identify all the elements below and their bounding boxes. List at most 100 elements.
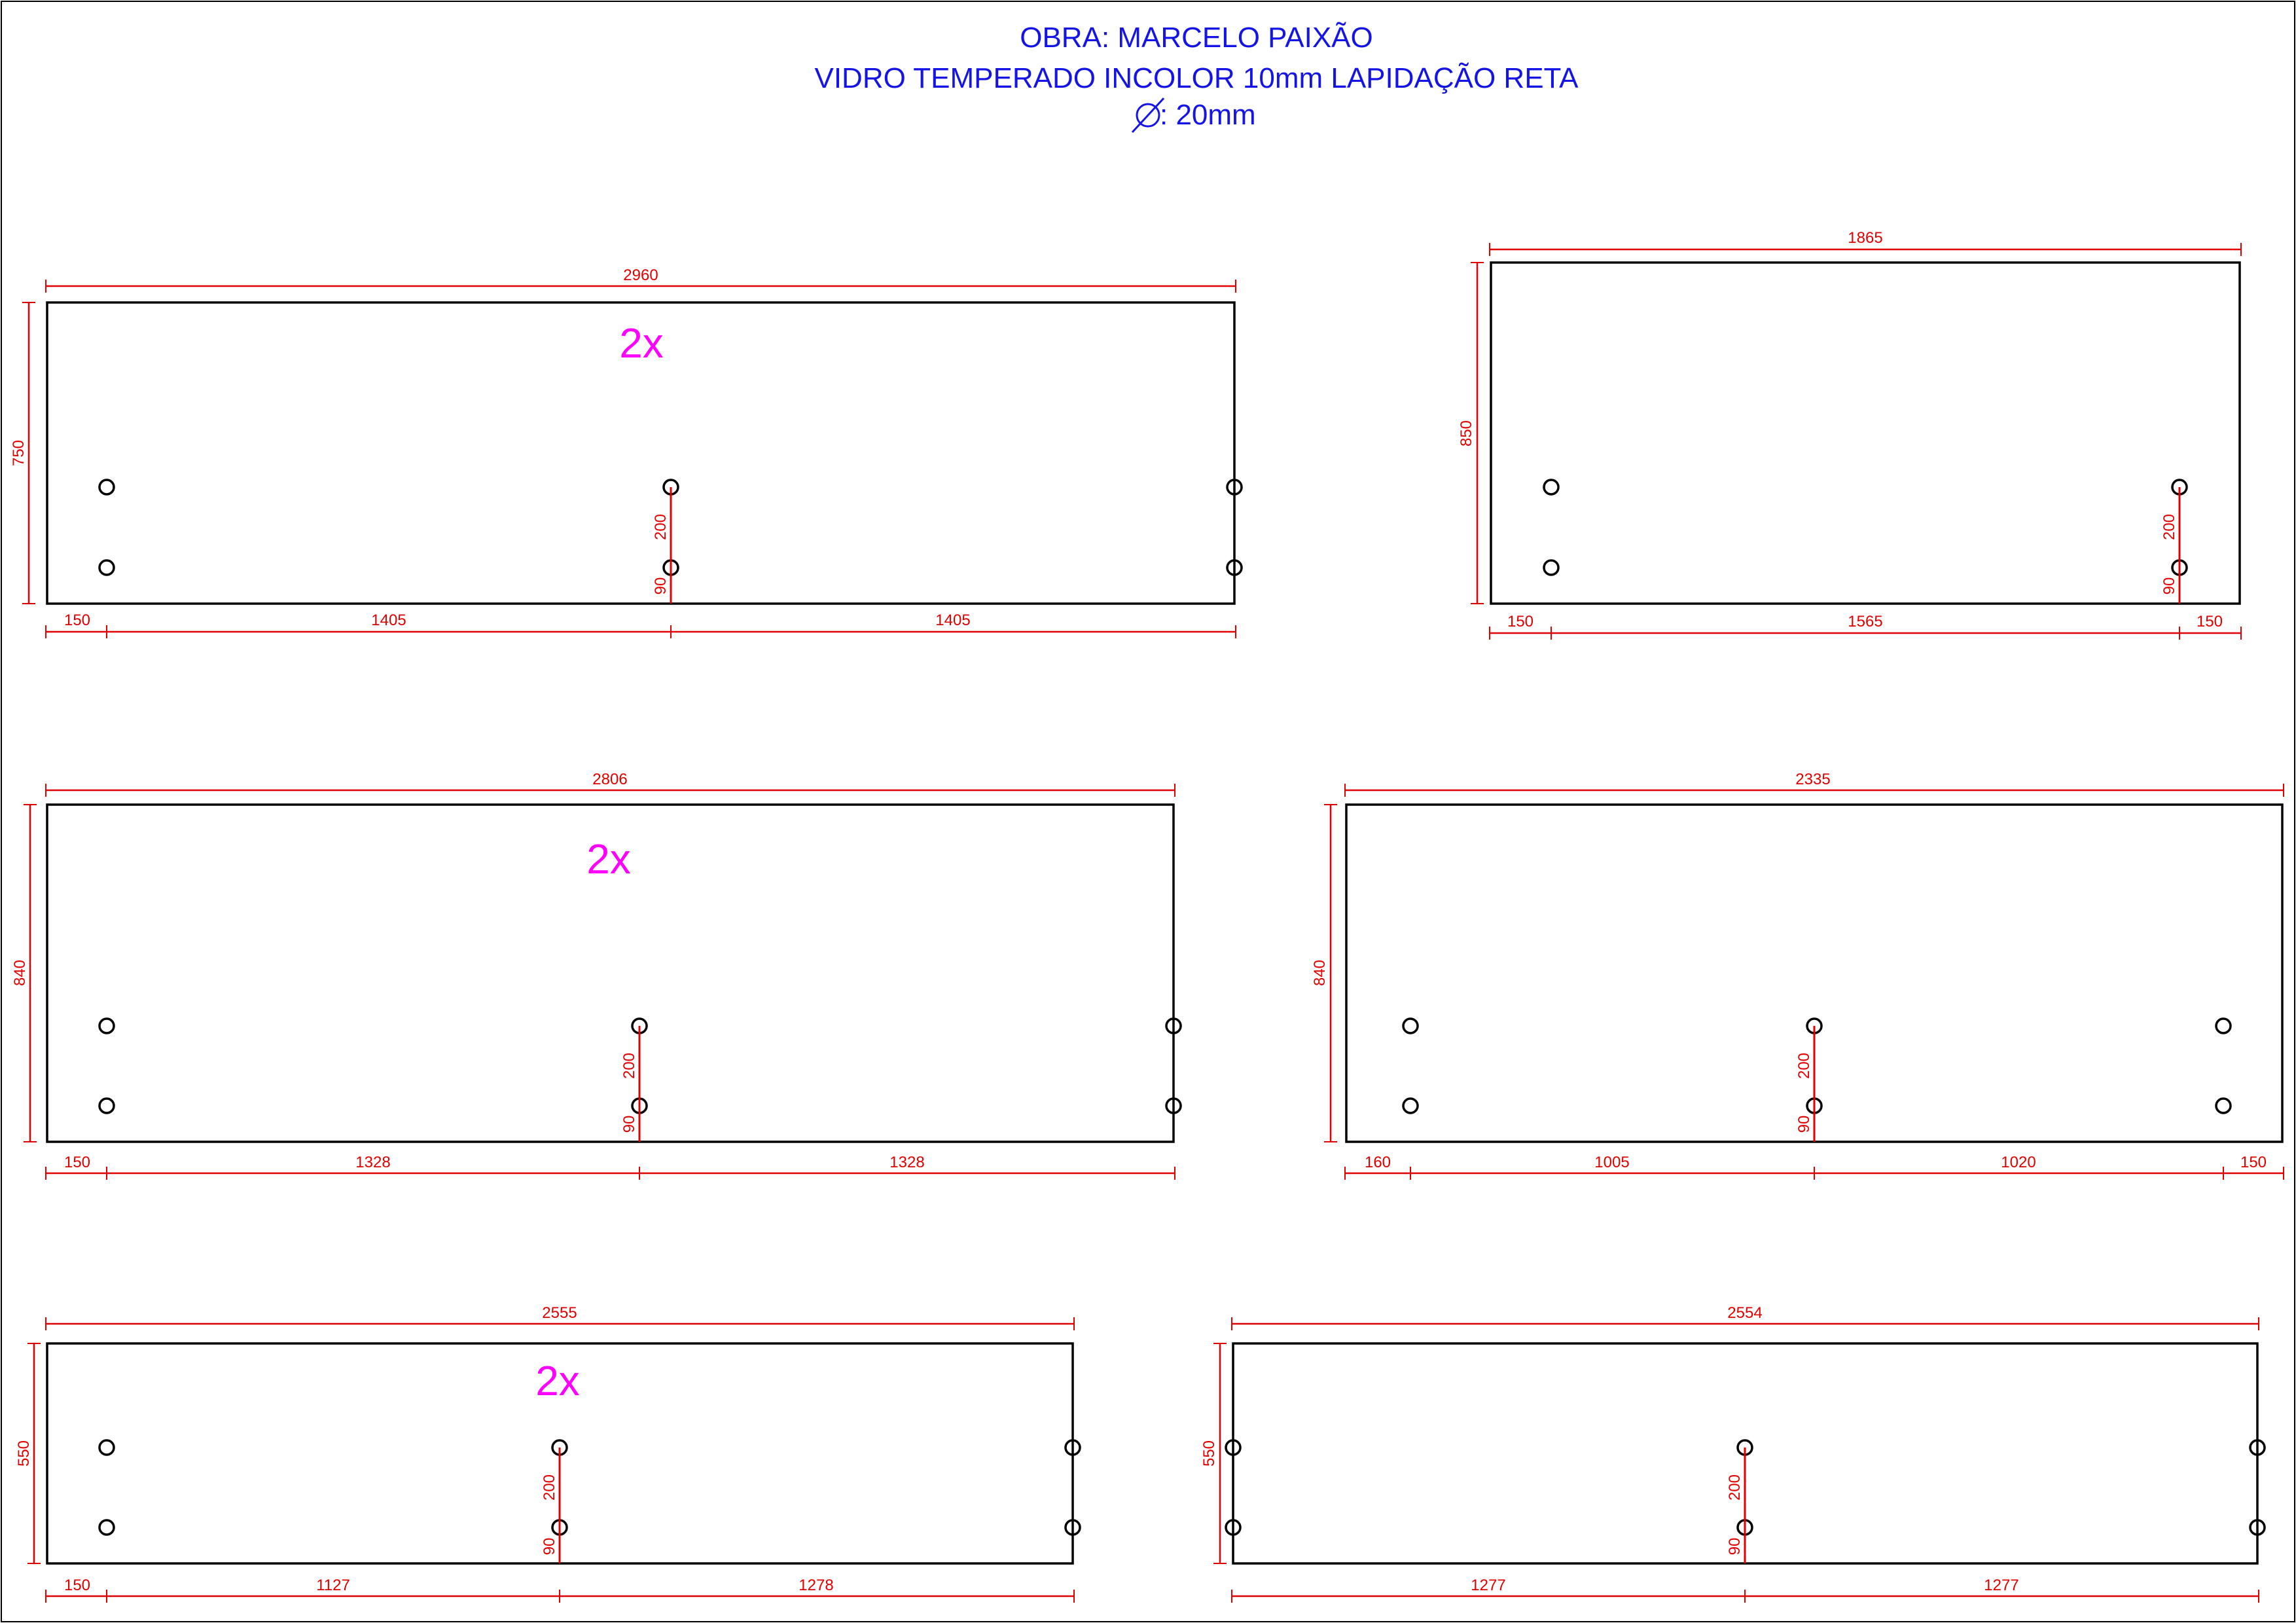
drill-hole	[1543, 559, 1560, 576]
hole-group-center: 200 90	[652, 479, 679, 604]
drill-hole	[1226, 559, 1243, 576]
segment-label: 150	[64, 1154, 90, 1171]
glass-panel-outline	[46, 803, 1175, 1143]
bottom-dimension-chain: 160 1005 1020 150	[1344, 1154, 2284, 1180]
hole-group-right	[1064, 1439, 1081, 1536]
glass-panel-2: 1865 850 200 90 150 1565	[1458, 229, 2242, 640]
quantity-label: 2x	[535, 1357, 580, 1404]
hole-group-center: 200 90	[620, 1017, 648, 1142]
segment-label: 1328	[889, 1154, 924, 1171]
drill-hole	[1225, 1519, 1242, 1536]
hole-offset-label: 90	[620, 1116, 638, 1133]
hole-group-right	[1165, 1017, 1182, 1114]
drill-hole	[98, 559, 115, 576]
hole-group-left	[1402, 1017, 1419, 1114]
panel-width-label: 2960	[623, 266, 658, 284]
hole-offset-label: 90	[1726, 1538, 1744, 1556]
panel-width-dimension: 1865	[1489, 229, 2242, 256]
segment-label: 150	[2197, 613, 2223, 630]
drill-hole	[2249, 1439, 2266, 1456]
hole-offset-label: 90	[541, 1538, 558, 1556]
panel-height-label: 550	[15, 1440, 33, 1467]
glass-panel-1: 2960 750 2x 200 90	[10, 266, 1243, 638]
drill-hole	[2249, 1519, 2266, 1536]
segment-label: 150	[64, 1577, 90, 1594]
hole-group-right	[2249, 1439, 2266, 1536]
panel-width-dimension: 2960	[45, 266, 1236, 293]
glass-panel-outline	[1490, 261, 2241, 605]
segment-label: 1127	[316, 1577, 350, 1594]
drill-hole	[1402, 1017, 1419, 1034]
drill-hole	[98, 1097, 115, 1114]
bottom-dimension-chain: 150 1565 150	[1489, 613, 2242, 640]
hole-group-left	[98, 1439, 115, 1536]
segment-label: 1005	[1594, 1154, 1629, 1171]
panel-width-dimension: 2335	[1344, 771, 2284, 797]
panel-width-dimension: 2555	[45, 1304, 1075, 1330]
panel-width-label: 2806	[592, 771, 627, 788]
drill-hole	[1165, 1017, 1182, 1034]
hole-group-left	[98, 479, 115, 576]
panel-width-dimension: 2554	[1231, 1304, 2259, 1330]
drill-hole	[1064, 1439, 1081, 1456]
project-title: OBRA: MARCELO PAIXÃO	[1020, 21, 1373, 54]
glass-panel-5: 2555 550 2x 200 90	[15, 1304, 1081, 1603]
hole-spacing-label: 200	[2161, 514, 2178, 540]
segment-label: 150	[2240, 1154, 2267, 1171]
drill-hole	[1165, 1097, 1182, 1114]
glass-panel-outline	[46, 301, 1236, 605]
panel-height-label: 850	[1458, 420, 1475, 447]
glass-panel-4: 2335 840 200 90	[1311, 771, 2284, 1180]
panel-height-label: 840	[11, 960, 29, 986]
hole-group-right	[2215, 1017, 2232, 1114]
hole-group-center: 200 90	[1726, 1439, 1753, 1563]
panel-width-dimension: 2806	[45, 771, 1175, 797]
segment-label: 1278	[798, 1577, 833, 1594]
bottom-dimension-chain: 150 1127 1278	[45, 1577, 1075, 1603]
drill-hole	[1402, 1097, 1419, 1114]
segment-label: 1565	[1848, 613, 1882, 630]
quantity-label: 2x	[586, 835, 631, 883]
hole-group-left	[1543, 479, 1560, 576]
drill-hole	[98, 1519, 115, 1536]
hole-offset-label: 90	[2161, 577, 2178, 595]
segment-label: 150	[1507, 613, 1534, 630]
quantity-label: 2x	[619, 319, 664, 367]
drill-hole	[1225, 1439, 1242, 1456]
hole-group-center: 200 90	[1795, 1017, 1823, 1142]
panel-height-dimension: 850	[1458, 262, 1484, 604]
panel-height-dimension: 750	[10, 302, 35, 604]
drill-hole	[98, 479, 115, 496]
drill-hole	[2215, 1017, 2232, 1034]
panel-height-label: 550	[1200, 1440, 1218, 1467]
drill-hole	[1543, 479, 1560, 496]
panel-height-dimension: 550	[1200, 1343, 1227, 1564]
panel-height-label: 840	[1311, 960, 1329, 986]
drill-hole	[2215, 1097, 2232, 1114]
hole-offset-label: 90	[1795, 1116, 1813, 1133]
hole-group-left	[98, 1017, 115, 1114]
segment-label: 1405	[371, 611, 406, 629]
diameter-symbol-icon	[1131, 97, 1165, 134]
hole-spacing-label: 200	[1795, 1053, 1813, 1079]
hole-group-left	[1225, 1439, 1242, 1536]
hole-offset-label: 90	[652, 577, 670, 595]
panel-height-dimension: 550	[15, 1343, 41, 1564]
panel-height-label: 750	[10, 440, 27, 466]
segment-label: 160	[1365, 1154, 1391, 1171]
panel-height-dimension: 840	[11, 804, 37, 1142]
segment-label: 1405	[935, 611, 970, 629]
bottom-dimension-chain: 150 1328 1328	[45, 1154, 1175, 1180]
glass-panel-3: 2806 840 2x 200 90	[11, 771, 1182, 1180]
hole-spacing-label: 200	[652, 514, 670, 540]
drill-hole	[98, 1439, 115, 1456]
bottom-dimension-chain: 150 1405 1405	[45, 611, 1236, 638]
panel-width-label: 2554	[1727, 1304, 1762, 1322]
drill-hole	[1226, 479, 1243, 496]
glass-specification: VIDRO TEMPERADO INCOLOR 10mm LAPIDAÇÃO R…	[814, 62, 1579, 94]
drill-hole	[1064, 1519, 1081, 1536]
bottom-dimension-chain: 1277 1277	[1231, 1577, 2259, 1603]
segment-label: 1328	[355, 1154, 390, 1171]
hole-group-center: 200 90	[541, 1439, 568, 1563]
